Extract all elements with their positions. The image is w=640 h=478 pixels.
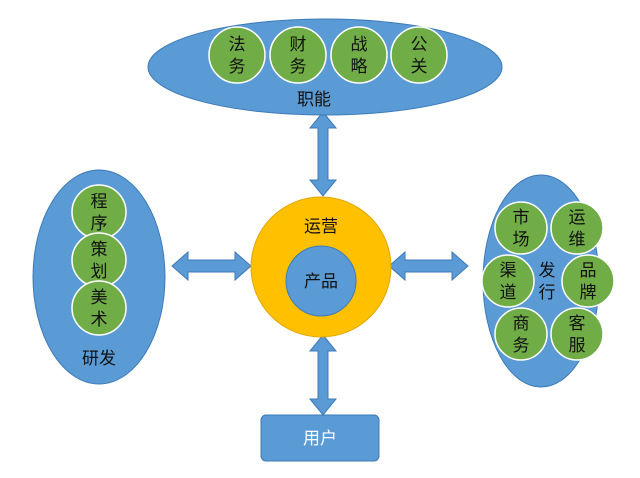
rnd-item-line1: 程 [91, 192, 108, 212]
function-item: 战 略 [330, 26, 388, 84]
publishing-item: 商 务 [494, 307, 548, 361]
publishing-item-line1: 市 [513, 208, 530, 228]
arrow-right-horizontal [388, 250, 469, 282]
arrow-left-horizontal [171, 250, 252, 282]
product-label: 产品 [304, 272, 338, 292]
function-item-line2: 略 [351, 57, 368, 77]
operations-label: 运营 [304, 217, 338, 237]
rnd-item: 策 划 [71, 232, 127, 288]
publishing-item-line2: 务 [513, 336, 530, 356]
rnd-item: 美 术 [71, 280, 127, 336]
rnd-item: 程 序 [71, 184, 127, 240]
publishing-group: 市 场 运 维 渠 道 品 牌 发 行 商 务 客 服 [481, 174, 615, 388]
publishing-label-line1: 发 [539, 261, 556, 281]
publishing-item: 运 维 [550, 201, 604, 255]
function-item-line1: 战 [351, 35, 368, 55]
product-core [285, 245, 357, 317]
rnd-item-line2: 术 [91, 310, 108, 330]
function-item-line2: 关 [411, 57, 428, 77]
publishing-item-line1: 品 [580, 261, 597, 281]
users-label: 用户 [303, 429, 337, 449]
function-item-line1: 公 [411, 35, 428, 55]
rnd-item-line2: 划 [91, 262, 108, 282]
publishing-item-line2: 牌 [580, 283, 597, 303]
function-item: 法 务 [208, 26, 266, 84]
publishing-item-line1: 商 [513, 314, 530, 334]
rnd-item-line1: 美 [91, 288, 108, 308]
function-item: 公 关 [390, 26, 448, 84]
function-item-line1: 法 [229, 35, 246, 55]
functions-group: 法 务 财 务 战 略 公 关 职能 [147, 18, 503, 116]
function-item: 财 务 [269, 26, 327, 84]
publishing-item: 市 场 [494, 201, 548, 255]
functions-label: 职能 [297, 90, 331, 110]
operations-group: 运营 产品 [250, 196, 392, 338]
users-box [260, 414, 380, 462]
publishing-item-line2: 服 [569, 336, 586, 356]
rnd-item-line1: 策 [91, 240, 108, 260]
publishing-item: 客 服 [550, 307, 604, 361]
publishing-item-line2: 场 [513, 230, 530, 250]
publishing-item-line2: 维 [569, 230, 586, 250]
publishing-item-line1: 运 [569, 208, 586, 228]
publishing-label-line2: 行 [539, 283, 556, 303]
publishing-item: 品 牌 [561, 254, 615, 308]
function-item-line2: 务 [229, 57, 246, 77]
publishing-item: 渠 道 [481, 254, 535, 308]
publishing-item-line1: 渠 [500, 261, 517, 281]
function-item-line2: 务 [290, 57, 307, 77]
function-item-line1: 财 [290, 35, 307, 55]
publishing-item-line2: 道 [500, 283, 517, 303]
publishing-item-line1: 客 [569, 314, 586, 334]
arrow-bottom-vertical [308, 334, 338, 416]
rnd-item-line2: 序 [91, 214, 108, 234]
rnd-label: 研发 [82, 349, 116, 369]
users-group: 用户 [260, 414, 380, 462]
arrow-top-vertical [308, 111, 338, 197]
rnd-group: 程 序 策 划 美 术 研发 [32, 169, 166, 385]
